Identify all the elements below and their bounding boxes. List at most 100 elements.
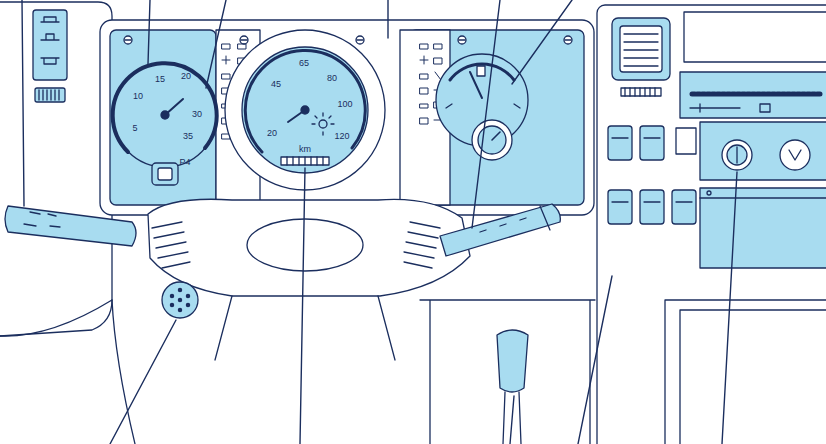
scale-number: 15 <box>155 75 165 84</box>
lower-dash <box>162 282 198 318</box>
stalks <box>540 206 550 230</box>
right-panel <box>680 310 826 444</box>
leader-lines <box>110 320 176 444</box>
leader-lines <box>300 168 305 444</box>
scale-number: 5 <box>132 124 137 133</box>
speedometer <box>287 157 323 165</box>
instrument-cluster <box>459 39 465 40</box>
right-panel <box>680 72 826 118</box>
speedometer <box>281 157 329 165</box>
instrument-cluster <box>100 20 594 215</box>
right-panel <box>707 191 711 195</box>
right-panel <box>597 5 826 444</box>
instrument-cluster <box>100 20 594 215</box>
right-panel <box>700 122 826 180</box>
steering-column <box>152 222 190 268</box>
right-panel <box>676 128 696 154</box>
lower-dash <box>497 330 528 392</box>
steering-column <box>404 222 440 268</box>
steering-column <box>148 199 470 360</box>
left-panel <box>0 2 112 336</box>
lower-dash <box>170 303 173 306</box>
leader-lines <box>22 0 737 444</box>
instrument-cluster <box>124 36 132 44</box>
lower-dash <box>503 392 521 444</box>
lower-dash <box>178 288 181 291</box>
speedometer <box>319 120 327 128</box>
scale-number: 100 <box>337 100 352 109</box>
lower-dash <box>0 300 112 336</box>
right-panel <box>700 197 826 198</box>
right-panel <box>692 92 820 97</box>
instrument-cluster <box>564 36 572 44</box>
right-panel <box>672 190 696 224</box>
steering-column <box>247 219 363 271</box>
speedometer <box>225 30 385 190</box>
tachometer <box>158 168 172 180</box>
speedometer <box>225 30 385 190</box>
right-panel <box>640 126 664 160</box>
stalks <box>5 206 136 246</box>
right-panel <box>597 5 826 444</box>
left-panel <box>33 10 67 80</box>
fuel-temperature-gauges <box>492 132 500 140</box>
leader-lines <box>22 0 24 206</box>
leader-lines <box>472 0 500 228</box>
fuel-temperature-gauges <box>446 104 520 108</box>
right-panel <box>684 12 826 62</box>
right-panel <box>780 140 810 170</box>
stalks <box>440 204 560 256</box>
scale-number: 80 <box>327 74 337 83</box>
right-panel <box>624 34 658 66</box>
steering-column <box>215 296 395 360</box>
scale-number: 10 <box>133 92 143 101</box>
leader-lines <box>510 396 514 444</box>
left-panel <box>0 2 112 336</box>
right-panel <box>690 104 770 112</box>
instrument-cluster <box>241 39 247 40</box>
tachometer <box>152 163 178 185</box>
right-panel <box>640 190 664 224</box>
right-panel <box>620 26 662 72</box>
scale-number: 30 <box>192 110 202 119</box>
right-panel <box>612 18 670 80</box>
scale-number: 20 <box>267 129 277 138</box>
fuel-temperature-gauges <box>472 120 512 160</box>
leader-lines <box>722 172 737 444</box>
tachometer <box>113 63 217 152</box>
steering-column <box>148 199 470 296</box>
leader-lines <box>578 276 612 444</box>
lower-dash <box>178 298 181 301</box>
right-panel <box>789 150 801 160</box>
speedometer <box>301 106 309 114</box>
leader-lines <box>387 0 388 38</box>
switch-label: P4 <box>179 158 190 167</box>
lower-dash <box>112 300 135 444</box>
instrument-cluster <box>356 36 364 44</box>
lower-dash <box>170 294 173 297</box>
right-panel <box>621 88 661 96</box>
instrument-cluster <box>357 39 363 40</box>
leader-lines <box>512 0 572 84</box>
right-panel <box>612 138 692 202</box>
right-panel <box>625 88 655 96</box>
speedometer <box>245 50 365 152</box>
instrument-cluster <box>125 39 131 40</box>
lower-dash <box>420 300 595 444</box>
speedometer <box>312 113 334 135</box>
fuel-temperature-gauges <box>477 66 485 76</box>
scale-number: 65 <box>299 59 309 68</box>
instrument-cluster <box>458 36 466 44</box>
leader-lines <box>148 0 150 64</box>
scale-number: 35 <box>183 132 193 141</box>
fuel-temperature-gauges <box>450 64 514 80</box>
right-panel <box>727 145 747 165</box>
speedometer <box>242 47 368 173</box>
unit-label: km <box>299 145 311 154</box>
scale-number: 20 <box>181 72 191 81</box>
left-panel <box>39 90 59 100</box>
instrument-cluster <box>240 36 248 44</box>
